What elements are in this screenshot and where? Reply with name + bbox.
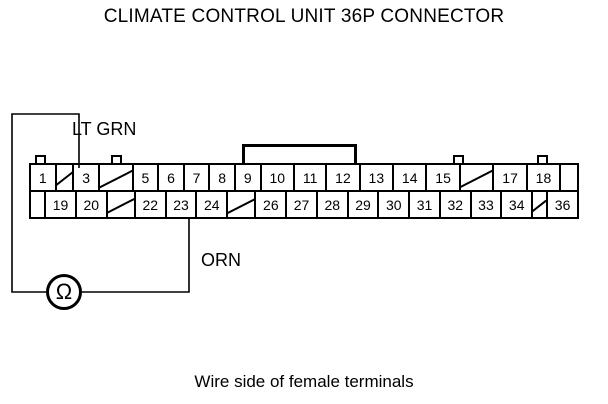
top-blank-cavity	[100, 165, 134, 190]
pin-number: 1	[38, 169, 47, 186]
wire-label-lt-grn: LT GRN	[72, 119, 137, 139]
pin-number: 11	[302, 169, 318, 186]
bottom-pin-22: 22	[136, 192, 167, 217]
pin-number: 12	[335, 169, 351, 186]
bottom-pin-34: 34	[502, 192, 534, 217]
top-blank-cavity	[57, 165, 75, 190]
top-pin-17: 17	[494, 165, 528, 190]
bottom-pin-27: 27	[287, 192, 318, 217]
bottom-pin-28: 28	[318, 192, 349, 217]
connector-row-bottom: 19 20 22 23 24 26 27 28 29 30 31 32 33 34 36	[29, 191, 579, 219]
latch-tab-3	[453, 155, 464, 163]
pin-number: 7	[192, 169, 201, 186]
bottom-pin-31: 31	[410, 192, 441, 217]
bottom-pin-30: 30	[379, 192, 411, 217]
pin-number: 26	[263, 196, 279, 213]
top-pin-13: 13	[361, 165, 395, 190]
top-empty-cavity	[561, 165, 577, 190]
top-blank-cavity	[461, 165, 495, 190]
center-latch-bridge	[242, 144, 357, 163]
pin-number: 17	[502, 169, 518, 186]
figure-caption: Wire side of female terminals	[194, 372, 414, 391]
bottom-pin-26: 26	[256, 192, 288, 217]
pin-number: 22	[142, 196, 159, 213]
latch-tab-right	[537, 155, 548, 163]
pin-number: 5	[141, 169, 150, 186]
top-pin-3: 3	[74, 165, 100, 190]
pin-number: 34	[508, 196, 525, 213]
pin-number: 14	[401, 169, 418, 186]
top-pin-11: 11	[295, 165, 328, 190]
top-pin-9: 9	[236, 165, 262, 190]
top-pin-18: 18	[528, 165, 562, 190]
bottom-pin-23: 23	[167, 192, 198, 217]
pin-number: 31	[416, 196, 433, 213]
pin-number: 8	[218, 169, 227, 186]
top-pin-5: 5	[134, 165, 160, 190]
wire-label-orn: ORN	[201, 250, 241, 270]
bottom-blank-cavity	[108, 192, 136, 217]
top-pin-7: 7	[185, 165, 211, 190]
bottom-pin-29: 29	[349, 192, 380, 217]
page-title: CLIMATE CONTROL UNIT 36P CONNECTOR	[103, 6, 505, 27]
pin-number: 32	[447, 196, 464, 213]
bottom-pin-33: 33	[472, 192, 503, 217]
top-pin-1: 1	[31, 165, 57, 190]
pin-number: 29	[355, 196, 371, 213]
pin-number: 9	[243, 169, 252, 186]
pin-number: 24	[203, 196, 220, 213]
top-pin-6: 6	[159, 165, 185, 190]
top-pin-8: 8	[210, 165, 236, 190]
top-pin-12: 12	[327, 165, 361, 190]
pin-number: 20	[83, 196, 100, 213]
pin-number: 30	[385, 196, 402, 213]
pin-number: 36	[554, 196, 571, 213]
top-pin-15: 15	[427, 165, 461, 190]
pin-number: 18	[535, 169, 552, 186]
pin-number: 15	[435, 169, 451, 186]
pin-number: 23	[173, 196, 189, 213]
pin-number: 28	[324, 196, 341, 213]
latch-tab-2	[111, 155, 122, 163]
pin-number: 13	[368, 169, 385, 186]
bottom-blank-cavity	[228, 192, 257, 217]
top-pin-14: 14	[394, 165, 428, 190]
bottom-pin-32: 32	[441, 192, 472, 217]
pin-number: 33	[478, 196, 494, 213]
bottom-pin-19: 19	[46, 192, 77, 217]
bottom-pin-36: 36	[548, 192, 577, 217]
pin-number: 19	[52, 196, 69, 213]
ohmmeter-symbol: Ω	[46, 274, 82, 310]
bottom-blank-cavity	[533, 192, 549, 217]
pin-number: 6	[167, 169, 175, 186]
pin-number: 10	[269, 169, 286, 186]
ohm-glyph: Ω	[55, 279, 73, 304]
pin-number: 27	[293, 196, 310, 213]
top-pin-10: 10	[262, 165, 295, 190]
bottom-empty-cavity	[31, 192, 47, 217]
pin-number: 3	[82, 169, 91, 186]
bottom-pin-24: 24	[197, 192, 229, 217]
latch-tab-left	[35, 155, 46, 163]
bottom-pin-20: 20	[77, 192, 108, 217]
